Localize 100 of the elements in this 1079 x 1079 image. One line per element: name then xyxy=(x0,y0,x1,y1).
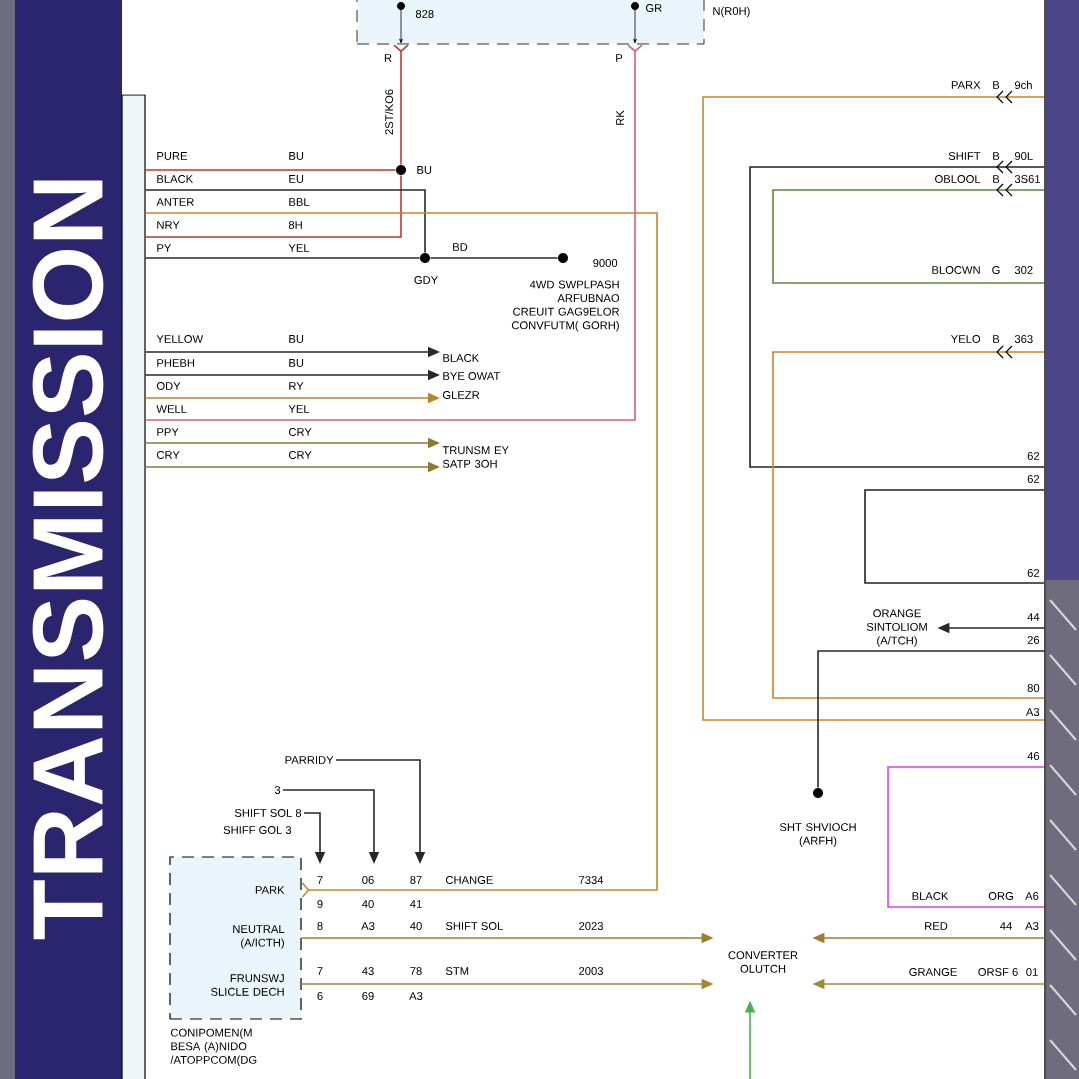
wire-label: 302 xyxy=(1014,266,1033,274)
pin-number: 41 xyxy=(410,900,422,908)
wire-label: B xyxy=(993,152,1000,160)
pin-number: A3 xyxy=(361,922,375,930)
wire-label: BU xyxy=(289,359,304,367)
pin-number: STM xyxy=(445,967,469,975)
wire-label: CRY xyxy=(156,451,180,459)
pin-number: 2003 xyxy=(579,967,603,975)
wire-label: 44 xyxy=(1027,613,1040,621)
wire-label: G xyxy=(992,266,1000,274)
component-label: CONVERTER OLUTCH xyxy=(728,951,798,973)
wire-label: BLACK xyxy=(912,892,949,900)
wire-label: R xyxy=(384,54,392,62)
wire-label: RED xyxy=(925,922,948,930)
splice-label: 9000 xyxy=(593,259,618,267)
signal-label: BLACK xyxy=(443,354,479,362)
wire xyxy=(144,257,421,259)
wire-label: BLACK xyxy=(157,175,193,183)
wire xyxy=(429,257,559,259)
edge-label: BD xyxy=(450,241,470,253)
wire-label: PURE xyxy=(157,152,188,160)
wire-label: 26 xyxy=(1027,636,1040,644)
pin-number: CHANGE xyxy=(445,876,493,884)
wire-label: A3 xyxy=(1025,922,1039,930)
wire-label: OBLOOL xyxy=(935,175,981,183)
wire-label: B xyxy=(993,335,1000,343)
wire xyxy=(144,174,402,238)
wire-label: B xyxy=(993,175,1000,183)
wire-label: GRANGE xyxy=(909,968,957,976)
wire-label: 90L xyxy=(1014,152,1033,160)
wire-label: NRY xyxy=(157,221,180,229)
wire-label: BU xyxy=(289,152,304,160)
wire xyxy=(144,44,643,421)
pin-number: 87 xyxy=(410,876,422,884)
wire-label: BBL xyxy=(289,198,310,206)
pin-number: 9 xyxy=(317,900,323,908)
splice-label: BU xyxy=(417,166,432,174)
signal-label: BYE OWAT xyxy=(443,372,501,380)
wire-label: SHIFF GOL 3 xyxy=(223,826,292,834)
pin-number: SHIFT SOL xyxy=(445,922,503,930)
wire xyxy=(817,650,1046,789)
title: TRANSMISSION xyxy=(32,180,104,940)
signal-label: 3 xyxy=(274,786,281,794)
wire-label: 2ST/KO6 xyxy=(384,89,394,135)
wire-label: ANTER xyxy=(156,198,194,206)
signal-label: TRUNSM EY SATP 3OH xyxy=(442,446,509,468)
wire xyxy=(393,44,409,166)
wire-label: SHIFT xyxy=(948,152,981,160)
pin-number: A3 xyxy=(409,992,423,1000)
wire-label: RY xyxy=(289,382,304,390)
wire-label: CRY xyxy=(288,451,312,459)
pin-number: 7 xyxy=(317,876,323,884)
wire-label: YEL xyxy=(288,405,310,413)
wire-label: BU xyxy=(289,335,304,343)
splice-label: GDY xyxy=(414,276,438,284)
wire-label: 363 xyxy=(1014,335,1033,343)
pin-number: 43 xyxy=(362,967,374,975)
wire-label: PPY xyxy=(157,428,179,436)
wire-label: WELL xyxy=(156,405,187,413)
harness-strip xyxy=(121,94,146,1079)
pin-number: 8 xyxy=(317,922,323,930)
signal-label: GLEZR xyxy=(442,391,480,399)
pin-label: GR xyxy=(646,4,662,12)
wire-label: RK xyxy=(616,110,624,125)
splice-label: 4WD SWPLPASH ARFUBNAO CREUIT GAG9ELOR CONVFUTM( GORH) xyxy=(511,280,620,332)
wire-label: YELLOW xyxy=(156,335,204,343)
pin-number: 06 xyxy=(362,876,374,884)
pin-label: 828 xyxy=(415,10,434,18)
pin-number: 7 xyxy=(317,967,323,975)
wire-label: PY xyxy=(157,244,172,252)
pin-number: 6 xyxy=(317,992,323,1000)
wire-label: YEL xyxy=(288,244,310,252)
pin-number: 78 xyxy=(410,967,422,975)
pin-number: 40 xyxy=(362,900,374,908)
wire-label: 44 xyxy=(1000,922,1012,930)
pin-number: 40 xyxy=(410,922,422,930)
pin-number: 69 xyxy=(362,992,374,1000)
wire-label: ODY xyxy=(156,382,181,390)
connector-strip xyxy=(1044,0,1079,1079)
switch-position: NEUTRAL (A/ICTH) xyxy=(233,925,285,949)
wire-label: PARX xyxy=(951,81,981,89)
wire-label: BLOCWN xyxy=(932,266,980,274)
wire-label: CRY xyxy=(288,428,312,436)
wire-label: PHEBH xyxy=(157,359,195,367)
splice-label: SHT SHVIOCH (ARFH) xyxy=(779,823,856,847)
component-label: ORANGE SINTOLIOM (A/TCH) xyxy=(866,609,927,647)
switch-position: FRUNSWJ SLICLE DECH xyxy=(211,974,284,996)
wire-label: ORG xyxy=(988,892,1013,900)
pin-number: 2023 xyxy=(579,922,603,930)
wire-label: EU xyxy=(289,175,304,183)
wire-label: B xyxy=(993,81,1000,89)
wire xyxy=(144,189,426,254)
signal-label: SHIFT SOL 8 xyxy=(234,809,302,817)
wire-label: 01 xyxy=(1026,968,1038,976)
pin-number: 7334 xyxy=(579,876,604,884)
wire xyxy=(144,212,658,898)
wire-label: ORSF 6 xyxy=(978,968,1018,976)
wire-label: YELO xyxy=(951,335,981,343)
component-caption: CONIPOMEN(M BESA (A)NIDO /ATOPPCOM(DG xyxy=(170,1028,257,1067)
wire-label: 9ch xyxy=(1014,80,1032,90)
